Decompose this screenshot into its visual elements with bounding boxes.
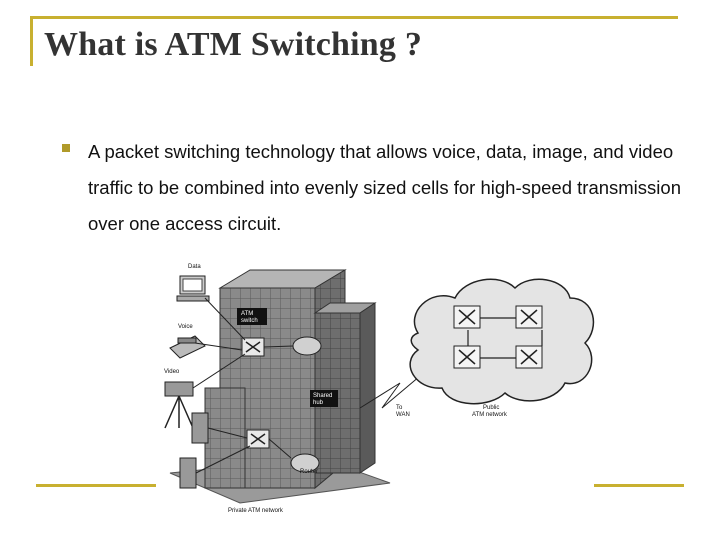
video-camera-icon: [164, 381, 194, 429]
frame-top-rule: [30, 16, 678, 19]
shared-hub-text-2: hub: [313, 400, 324, 406]
public-atm-cloud-icon: [409, 278, 595, 405]
voice-label: Voice: [178, 324, 193, 330]
to-wan-text-2: WAN: [396, 412, 410, 418]
router-label: Router: [300, 469, 318, 475]
slide-title: What is ATM Switching ?: [44, 26, 423, 63]
bullet-text: A packet switching technology that allow…: [88, 141, 681, 234]
public-atm-text-2: ATM network: [472, 412, 508, 418]
bottom-rule-left: [36, 484, 156, 487]
public-atm-text-1: Public: [483, 405, 499, 411]
data-label: Data: [188, 264, 201, 270]
atm-switch-text-2: switch: [241, 318, 258, 324]
frame-left-rule: [30, 16, 33, 66]
video-label: Video: [164, 369, 180, 375]
atm-switch-label: ATM switch: [237, 308, 267, 325]
bullet-square-icon: [62, 144, 70, 152]
shared-hub-label: Shared hub: [310, 390, 338, 407]
connection-lines: [192, 297, 421, 474]
to-wan-text-1: To: [396, 405, 403, 411]
atm-network-diagram: ATM switch Router Shared hub Data Voice …: [164, 264, 595, 514]
atm-switch-text-1: ATM: [241, 311, 253, 317]
server-icon: [179, 412, 209, 489]
data-terminal-icon: [176, 275, 210, 302]
shared-hub-text-1: Shared: [313, 393, 332, 399]
atm-switch-icon: [241, 337, 270, 449]
router-icon: [290, 336, 322, 473]
bottom-rule-right: [594, 484, 684, 487]
phone-icon: [169, 335, 206, 359]
private-atm-label: Private ATM network: [228, 508, 284, 514]
